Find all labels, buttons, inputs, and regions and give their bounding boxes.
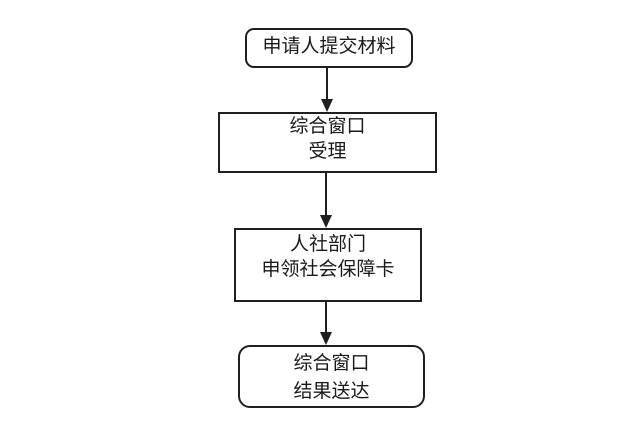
arrow-down-icon	[321, 99, 333, 112]
flow-node-window-accept: 综合窗口 受理	[218, 112, 437, 173]
flow-node-hr-department: 人社部门 申领社会保障卡	[234, 228, 422, 302]
node-label: 申请人提交材料	[262, 35, 396, 57]
node-label: 申领社会保障卡	[261, 258, 395, 280]
connector-arrow-1	[321, 67, 334, 112]
connector-arrow-3	[320, 302, 333, 345]
arrow-shaft	[325, 302, 327, 334]
arrow-down-icon	[320, 332, 332, 345]
connector-arrow-2	[320, 173, 333, 228]
arrow-down-icon	[320, 215, 332, 228]
node-label: 综合窗口	[293, 351, 370, 374]
node-label: 人社部门	[289, 233, 366, 255]
node-label: 结果送达	[293, 379, 370, 402]
flow-node-applicant-submit: 申请人提交材料	[245, 28, 413, 68]
arrow-shaft	[325, 173, 327, 217]
node-label: 综合窗口	[289, 115, 366, 137]
node-label: 受理	[308, 140, 347, 162]
flow-node-window-deliver: 综合窗口 结果送达	[238, 345, 425, 408]
arrow-shaft	[326, 67, 328, 101]
